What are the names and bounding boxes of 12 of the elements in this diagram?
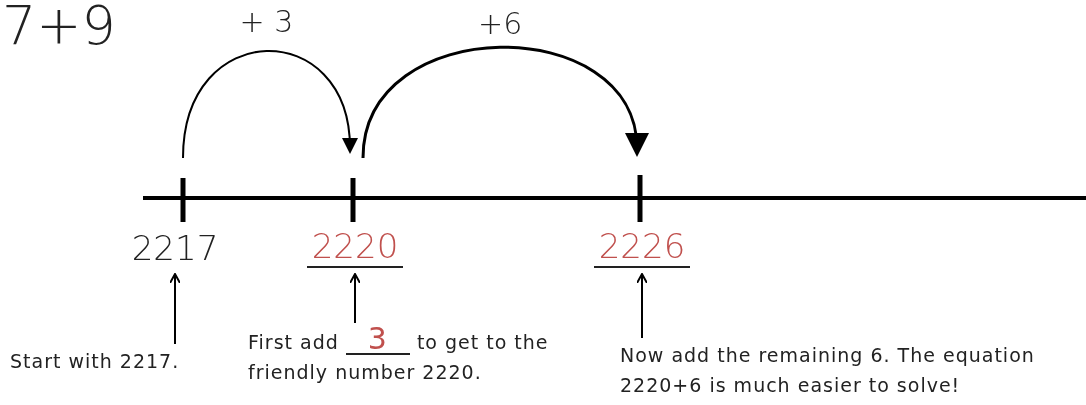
arrow	[169, 273, 181, 345]
jump-arrow	[361, 45, 647, 159]
jump-arrow	[182, 50, 357, 159]
caption: Now add the remaining 6. The equation 2220+6 is much easier to solve!	[620, 340, 1086, 400]
arrow	[349, 273, 361, 324]
number-label: 2226	[594, 226, 690, 268]
number-label: 2220	[307, 226, 403, 268]
number-label: 2217	[115, 228, 235, 268]
caption: Start with 2217.	[10, 346, 210, 376]
caption: First add 3 to get to the friendly number 2220.	[248, 325, 578, 387]
arrow	[636, 273, 648, 339]
equation-text: 7+9	[2, 0, 116, 57]
